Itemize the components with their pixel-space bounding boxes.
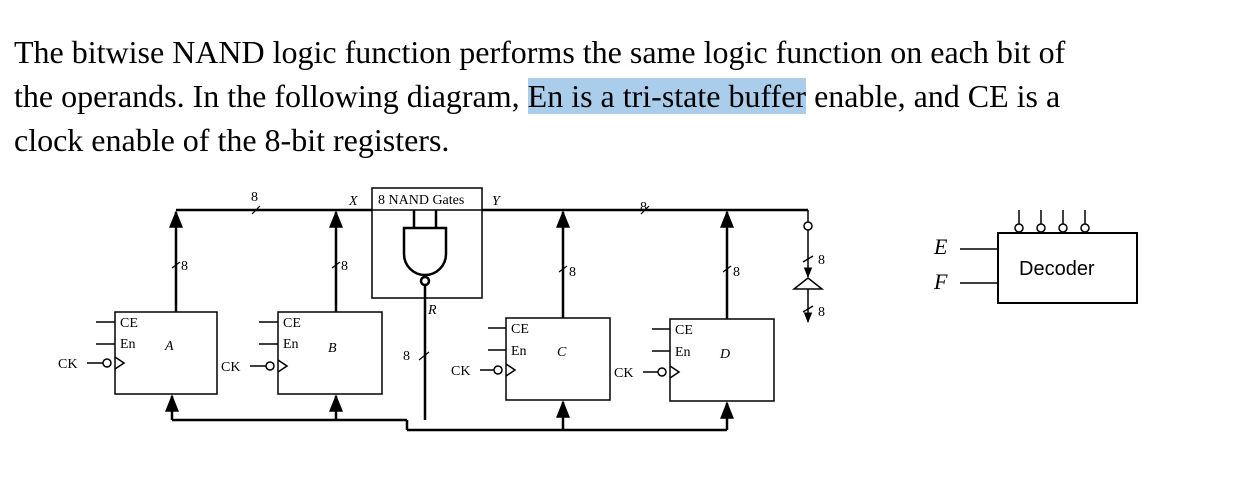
paragraph-line-1: The bitwise NAND logic function performs… <box>14 34 1066 70</box>
register-boxes <box>114 311 775 402</box>
paragraph-line-2: the operands. In the following diagram, … <box>14 74 1239 118</box>
paragraph-line-3: clock enable of the 8-bit registers. <box>14 122 450 158</box>
register-a-name: A <box>164 339 174 354</box>
register-c <box>505 317 611 401</box>
bus-width-ticks <box>251 205 650 215</box>
output-width-label-a: 8 <box>181 259 188 274</box>
control-input-stubs <box>96 321 670 352</box>
output-width-ticks <box>171 261 732 273</box>
register-c-en-label: En <box>511 344 527 359</box>
paragraph-line-2-start: the operands. In the following diagram, <box>14 78 528 114</box>
register-c-ce-label: CE <box>511 322 529 337</box>
decoder-outputs <box>1014 210 1090 233</box>
decoder-label: Decoder <box>1019 258 1095 280</box>
nand-gate-symbol <box>402 210 448 287</box>
register-d-ck-label: CK <box>614 366 633 381</box>
buffer-width-label-top: 8 <box>818 253 825 268</box>
nand-x-label: X <box>348 194 358 209</box>
buffer-width-label-bottom: 8 <box>818 305 825 320</box>
output-width-label-b: 8 <box>341 259 348 274</box>
register-a <box>114 311 218 395</box>
register-output-lines <box>169 210 734 319</box>
register-d-name: D <box>719 347 730 362</box>
register-d-en-label: En <box>675 345 691 360</box>
register-b-ck-label: CK <box>221 360 240 375</box>
register-a-en-label: En <box>120 337 136 352</box>
register-a-ce-label: CE <box>120 316 138 331</box>
decoder-input-f-label: F <box>933 269 948 294</box>
register-c-ck-label: CK <box>451 364 470 379</box>
nand-gates-label: 8 NAND Gates <box>378 193 464 208</box>
register-d <box>669 318 775 402</box>
nand-output-tick <box>418 351 430 361</box>
register-b-name: B <box>328 341 337 356</box>
decoder-box <box>997 232 1138 304</box>
register-input-lines <box>165 394 734 430</box>
paragraph-line-2-end: enable, and CE is a <box>806 78 1061 114</box>
tri-state-buffer <box>791 210 825 324</box>
question-paragraph: The bitwise NAND logic function performs… <box>14 30 1239 162</box>
nand-r-label: R <box>427 303 437 318</box>
register-a-ck-label: CK <box>58 357 77 372</box>
top-bus-width-label-2: 8 <box>640 200 647 215</box>
bottom-bus <box>172 418 727 432</box>
register-b-en-label: En <box>283 337 299 352</box>
highlighted-text: En is a tri-state buffer <box>527 78 807 114</box>
top-bus-width-label-1: 8 <box>251 190 258 205</box>
decoder-input-lines <box>960 248 998 284</box>
output-width-label-c: 8 <box>569 265 576 280</box>
clock-inputs <box>87 356 681 379</box>
nand-output-width-label: 8 <box>403 349 410 364</box>
register-b <box>277 311 383 395</box>
register-d-ce-label: CE <box>675 323 693 338</box>
decoder-input-e-label: E <box>933 234 948 259</box>
nand-y-label: Y <box>492 194 502 209</box>
output-width-label-d: 8 <box>733 265 740 280</box>
register-c-name: C <box>557 345 567 360</box>
register-b-ce-label: CE <box>283 316 301 331</box>
